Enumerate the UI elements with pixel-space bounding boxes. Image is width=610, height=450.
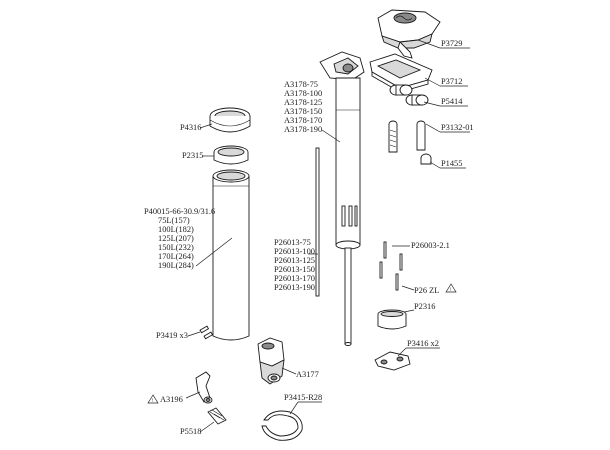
label-p3416: P3416 x2	[407, 339, 439, 348]
label-a3196: A3196	[160, 395, 183, 404]
actuator-part	[257, 337, 285, 385]
label-p3712: P3712	[441, 77, 462, 86]
label-p26013-4: P26013-170	[274, 274, 315, 283]
label-a3178-3: A3178-150	[284, 107, 322, 116]
label-p5518: P5518	[180, 427, 201, 436]
label-p3729: P3729	[441, 39, 462, 48]
label-a3178-1: A3178-100	[284, 89, 322, 98]
label-p40015-5: 170L(264)	[158, 252, 194, 261]
key-plate-part	[374, 351, 411, 371]
saddle-cradle-part	[369, 53, 433, 93]
label-p2315: P2315	[182, 151, 203, 160]
svg-text:!: !	[450, 288, 452, 293]
label-p40015-1: 75L(157)	[158, 216, 190, 225]
label-p26zl: P26 ZL	[414, 286, 439, 295]
label-p40015-3: 125L(207)	[158, 234, 194, 243]
label-p2316: P2316	[414, 302, 435, 311]
barrel-nut-part	[389, 84, 429, 106]
label-p26013-5: P26013-190	[274, 283, 315, 292]
label-p26013-1: P26013-100	[274, 247, 315, 256]
label-a3177: A3177	[296, 370, 319, 379]
label-a3178-4: A3178-170	[284, 116, 322, 125]
label-p26013-3: P26013-150	[274, 265, 315, 274]
label-p3415: P3415-R28	[284, 393, 322, 402]
seal-head-part	[209, 107, 251, 133]
bushing-part	[213, 145, 249, 165]
label-p26003: P26003-2.1	[411, 241, 450, 250]
clamp-bolt-part	[388, 120, 432, 165]
label-p3132: P3132-01	[441, 123, 474, 132]
label-p40015-2: 100L(182)	[158, 225, 194, 234]
label-p5414: P5414	[441, 97, 463, 106]
label-a3178-2: A3178-125	[284, 98, 322, 107]
label-p26013-0: P26013-75	[274, 238, 311, 247]
label-p40015-4: 150L(232)	[158, 243, 194, 252]
label-p40015-6: 190L(284)	[158, 261, 194, 270]
warning-triangle-icon	[445, 283, 457, 293]
inner-rod-part	[315, 147, 320, 297]
guide-pin-part	[379, 241, 403, 291]
svg-text:!: !	[152, 399, 154, 404]
circlip-part	[261, 410, 303, 441]
lower-tube-part	[212, 169, 250, 341]
label-p40015-0: P40015-66-30.9/31.6	[144, 207, 215, 216]
saddle-clamp-top-part	[377, 9, 441, 59]
label-p26013-2: P26013-125	[274, 256, 315, 265]
warning-triangle-icon	[147, 394, 159, 404]
spring-part	[207, 407, 227, 425]
label-p4316: P4316	[180, 123, 201, 132]
keyway-collar-part	[377, 309, 407, 330]
label-p1455: P1455	[441, 159, 462, 168]
cable-anchor-part	[195, 371, 213, 404]
label-a3178-0: A3178-75	[284, 80, 318, 89]
set-screw-part	[199, 325, 214, 340]
upper-post-part	[319, 51, 365, 346]
label-a3178-5: A3178-190	[284, 125, 322, 134]
label-p3419: P3419 x3	[156, 331, 188, 340]
